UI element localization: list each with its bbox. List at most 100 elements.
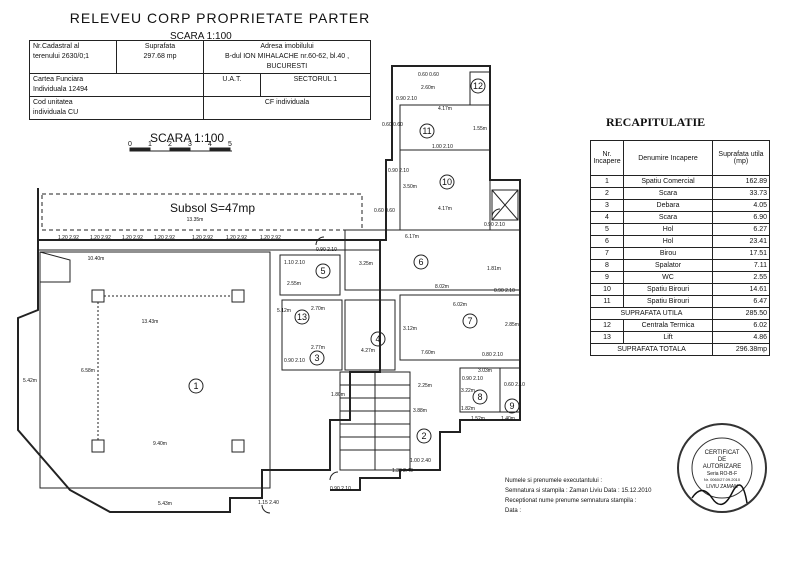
opening-label: 1.00 2.10 <box>432 144 453 150</box>
room-5-outline <box>279 254 341 296</box>
recap-row-nr: 13 <box>590 331 624 344</box>
room-number-12: 12 <box>473 81 483 91</box>
stamp-text: LIVIU ZAMAN <box>706 484 738 490</box>
dimension-label: 1.80m <box>331 392 345 398</box>
recap-row-area: 4.05 <box>712 199 770 212</box>
recap-row-nr: 12 <box>590 319 624 332</box>
dimension-label: 10.40m <box>88 256 105 262</box>
stamp-text: Nr. 0060/27.09.2010 <box>704 477 741 482</box>
recap-row-nr: 9 <box>590 271 624 284</box>
recap-row-area: 162.89 <box>712 175 770 188</box>
dimension-label: 5.43m <box>158 501 172 507</box>
dimension-label: 8.02m <box>435 284 449 290</box>
opening-label: 0.60 0.60 <box>418 72 439 78</box>
opening-label: 1.10 2.10 <box>284 260 305 266</box>
recap-row-area: 6.47 <box>712 295 770 308</box>
scale-tick: 4 <box>208 141 212 148</box>
recap-row-area: 33.73 <box>712 187 770 200</box>
stamp-text: Seria RO-B-F <box>707 471 737 477</box>
drawing-scale: SCARA 1:100 <box>170 31 232 42</box>
opening-label: 0.60 2.10 <box>504 382 525 388</box>
recap-row-nr: 7 <box>590 247 624 260</box>
room-11-outline <box>399 104 491 151</box>
dimension-label: 4.17m <box>438 206 452 212</box>
recap-row-name: Hol <box>623 223 713 236</box>
dimension-label: 7.60m <box>421 350 435 356</box>
dimension-label: 3.22m <box>461 388 475 394</box>
scale-tick: 5 <box>228 141 232 148</box>
area-value: 297.68 mp <box>143 53 177 60</box>
area-label: Suprafata <box>144 43 176 50</box>
opening-label: 0.60 0.60 <box>374 208 395 214</box>
recap-row-name: Scara <box>623 211 713 224</box>
recap-row-nr: 10 <box>590 283 624 296</box>
opening-label: 1.20 2.92 <box>154 235 175 241</box>
room-number-6: 6 <box>418 257 423 267</box>
room-1-outline <box>39 251 271 489</box>
area-cell: Suprafata 297.68 mp <box>116 40 204 74</box>
recap-title: RECAPITULATIE <box>606 115 706 129</box>
room-10-outline <box>399 149 491 231</box>
scale-bar <box>129 147 232 152</box>
recap-row-area: 6.27 <box>712 223 770 236</box>
recap-row-name: Spatiu Birouri <box>623 283 713 296</box>
opening-label: 0.80 2.10 <box>482 352 503 358</box>
scale-tick: 2 <box>168 141 172 148</box>
unit-code-label: Cod unitatea <box>33 99 73 106</box>
address-value: B-dul ION MIHALACHE nr.60-62, bl.40 , BU… <box>224 53 350 70</box>
signature-block: Numele si prenumele executantului : Semn… <box>505 476 651 516</box>
recap-row-area: 2.55 <box>712 271 770 284</box>
dimension-label: 2.25m <box>418 383 432 389</box>
dimension-label: 9.40m <box>153 441 167 447</box>
room-number-2: 2 <box>421 431 426 441</box>
dimension-label: 2.85m <box>505 322 519 328</box>
dimension-label: 1.40m <box>501 416 515 422</box>
opening-label: 1.15 2.40 <box>258 500 279 506</box>
dimension-label: 3.12m <box>403 326 417 332</box>
recap-useful-label: SUPRAFATA UTILA <box>590 307 713 320</box>
recap-row-nr: 4 <box>590 211 624 224</box>
dimension-label: 3.50m <box>403 184 417 190</box>
recap-table: Nr. Incapere Denumire Incapere Suprafata… <box>590 140 770 356</box>
stamp-text: CERTIFICAT <box>705 450 740 456</box>
recap-row-name: Birou <box>623 247 713 260</box>
dimension-label: 5.12m <box>277 308 291 314</box>
dimension-label: 5.42m <box>23 378 37 384</box>
recap-row-name: Spalator <box>623 259 713 272</box>
opening-label: 1.20 2.92 <box>122 235 143 241</box>
dimension-label: 6.02m <box>453 302 467 308</box>
recap-row-area: 6.02 <box>712 319 770 332</box>
sector-value: SECTORUL 1 <box>259 73 372 97</box>
recap-row-name: Spatiu Birouri <box>623 295 713 308</box>
room-7-outline <box>399 294 521 361</box>
room-number-7: 7 <box>467 316 472 326</box>
recap-row-name: WC <box>623 271 713 284</box>
room-number-5: 5 <box>320 266 325 276</box>
recap-row-name: Debara <box>623 199 713 212</box>
room-number-8: 8 <box>477 392 482 402</box>
recap-row-nr: 11 <box>590 295 624 308</box>
dimension-label: 2.70m <box>311 306 325 312</box>
scale-tick: 1 <box>148 141 152 148</box>
opening-label: 1.20 2.92 <box>226 235 247 241</box>
recap-row-name: Lift <box>623 331 713 344</box>
dimension-label: 13.43m <box>142 319 159 325</box>
recap-total-label: SUPRAFATA TOTALA <box>590 343 713 356</box>
dimension-label: 2.77m <box>311 345 325 351</box>
recap-row-area: 17.51 <box>712 247 770 260</box>
opening-label: 1.20 2.92 <box>260 235 281 241</box>
opening-label: 0.90 2.10 <box>316 247 337 253</box>
room-number-3: 3 <box>314 353 319 363</box>
dimension-label: 1.81m <box>487 266 501 272</box>
opening-label: 0.90 2.10 <box>484 222 505 228</box>
recap-row-name: Scara <box>623 187 713 200</box>
stamp-text: DE <box>718 457 726 463</box>
recap-row-name: Spatiu Comercial <box>623 175 713 188</box>
